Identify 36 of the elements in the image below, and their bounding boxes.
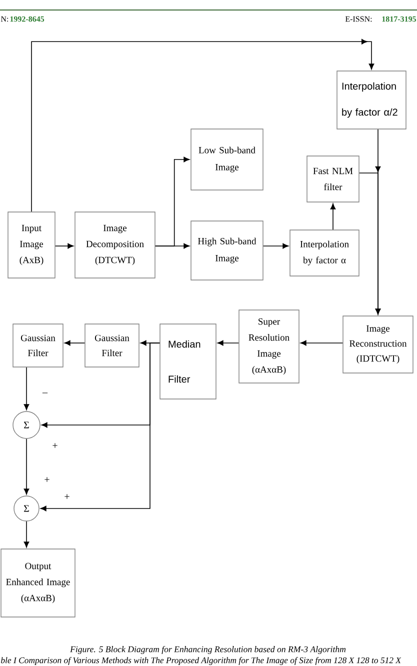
- arrow: [24, 438, 30, 495]
- table-caption: ble I Comparison of Various Methods with The Proposed Algorithm for The Image of Size from 128 X 128 to 512 X: [1, 657, 402, 665]
- process-box: Image Decomposition (DTCWT): [74, 212, 156, 278]
- process-box: Super Resolution Image (αAxαB): [238, 310, 300, 384]
- edge-label: +: [51, 442, 59, 450]
- process-box: Low Sub-band Image: [190, 128, 264, 190]
- arrow: [54, 243, 74, 249]
- arrow: [40, 342, 160, 512]
- process-box: Interpolation by factor α/2: [336, 70, 406, 130]
- arrow: [217, 340, 240, 346]
- arrow: [24, 520, 30, 548]
- process-box: Fast NLM filter: [306, 156, 360, 202]
- process-box: Interpolation by factor α: [290, 230, 360, 276]
- process-box: Median Filter: [160, 324, 216, 400]
- arrow: [262, 243, 289, 249]
- header-text: E-ISSN:: [345, 16, 372, 22]
- figure-caption: Figure. 5 Block Diagram for Enhancing Resolution based on RM-3 Algorithm: [70, 646, 346, 654]
- process-box: Input Image (AxB): [8, 212, 56, 278]
- issn-number: 1817-3195: [382, 16, 416, 22]
- edge-label: –: [42, 392, 48, 396]
- arrow: [24, 366, 30, 410]
- header-text: N:: [0, 16, 8, 22]
- process-box: High Sub-band Image: [190, 220, 264, 280]
- edge-label: +: [63, 493, 71, 501]
- process-box: Gaussian Filter: [84, 324, 140, 368]
- process-box: Gaussian Filter: [12, 324, 64, 368]
- process-box: Output Enhanced Image (αAxαB): [0, 548, 76, 618]
- issn-number: 1992-8645: [10, 16, 44, 22]
- edge-label: +: [43, 476, 51, 484]
- arrow: [300, 340, 344, 346]
- arrow: [31, 39, 374, 212]
- arrow: [64, 340, 86, 346]
- arrow: [154, 243, 190, 249]
- process-box: Image Reconstruction (IDTCWT): [342, 316, 414, 374]
- arrow: [330, 203, 336, 230]
- arrow: [375, 128, 381, 315]
